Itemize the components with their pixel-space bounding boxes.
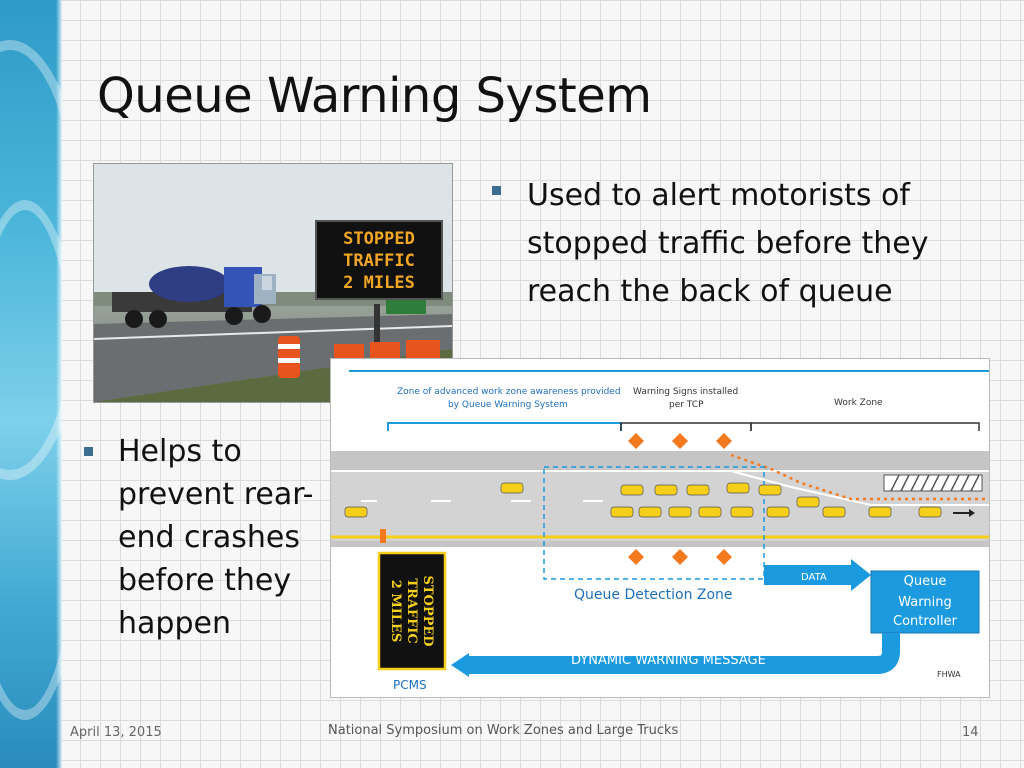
detection-zone-label: Queue Detection Zone (574, 587, 733, 603)
data-label: DATA (801, 572, 827, 583)
zone-label-line2: by Queue Warning System (448, 400, 568, 410)
bullet-text: Used to alert motorists of stopped traff… (527, 178, 929, 309)
sign-line-3: 2 MILES (343, 273, 415, 293)
warning-signs-top (628, 433, 732, 449)
footer-event: National Symposium on Work Zones and Lar… (328, 723, 679, 738)
square-bullet-icon (84, 447, 93, 456)
bullet-text: Helps to prevent rear-end crashes before… (118, 434, 314, 641)
queue-warning-diagram: Zone of advanced work zone awareness pro… (330, 358, 990, 698)
truck-sign-illustration: STOPPED TRAFFIC 2 MILES (94, 164, 452, 402)
bullet-item-alert: Used to alert motorists of stopped traff… (490, 172, 970, 316)
bullet-item-prevent: Helps to prevent rear-end crashes before… (82, 430, 322, 645)
page-number: 14 (962, 725, 979, 740)
square-bullet-icon (492, 186, 501, 195)
warning-signs-line1: Warning Signs installed (633, 387, 738, 397)
credit-label: FHWA (937, 670, 961, 679)
sign-line-2: TRAFFIC (343, 251, 415, 271)
work-zone-label: Work Zone (834, 398, 883, 408)
pcms-label: PCMS (393, 678, 427, 692)
footer-date: April 13, 2015 (70, 725, 162, 740)
svg-text:TRAFFIC: TRAFFIC (404, 578, 419, 643)
svg-text:Queue: Queue (904, 574, 947, 589)
zone-label-line1: Zone of advanced work zone awareness pro… (397, 387, 621, 397)
slide-title: Queue Warning System (97, 68, 652, 124)
roadside-photo: STOPPED TRAFFIC 2 MILES (93, 163, 453, 403)
svg-text:Controller: Controller (893, 614, 958, 629)
sign-line-1: STOPPED (343, 229, 415, 249)
warning-signs-line2: per TCP (669, 400, 704, 410)
svg-text:Warning: Warning (898, 595, 951, 610)
svg-text:2 MILES: 2 MILES (388, 580, 403, 642)
dynamic-message-label: DYNAMIC WARNING MESSAGE (571, 653, 766, 668)
decorative-side-band (0, 0, 62, 768)
vehicles (344, 482, 942, 518)
svg-text:STOPPED: STOPPED (420, 575, 435, 646)
